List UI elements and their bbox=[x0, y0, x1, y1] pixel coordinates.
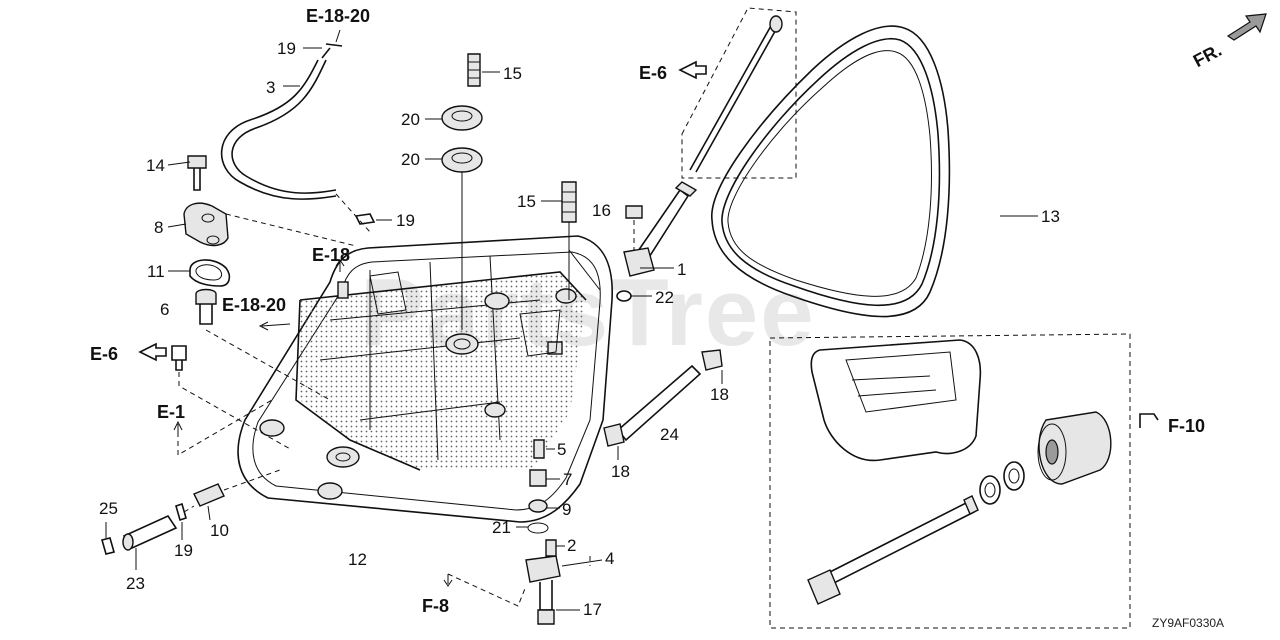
label-part-2: 2 bbox=[567, 536, 576, 555]
label-part-3: 3 bbox=[266, 78, 275, 97]
ref-e6-top: E-6 bbox=[639, 63, 667, 83]
label-part-14: 14 bbox=[146, 156, 165, 175]
label-part-1: 1 bbox=[677, 260, 686, 279]
label-part-8: 8 bbox=[154, 218, 163, 237]
inset-box-f10 bbox=[769, 333, 1131, 629]
label-leader-lines bbox=[105, 71, 1038, 611]
dipstick-tube-drawing bbox=[616, 7, 797, 302]
label-part-5: 5 bbox=[557, 440, 566, 459]
label-part-17: 17 bbox=[583, 600, 602, 619]
ref-f10: F-10 bbox=[1168, 416, 1205, 436]
label-part-12: 12 bbox=[348, 550, 367, 569]
reference-labels: E-18-20 E-18-20 E-18 E-6 E-6 E-1 F-8 F-1… bbox=[90, 6, 1225, 630]
label-part-10: 10 bbox=[210, 521, 229, 540]
ref-e1: E-1 bbox=[157, 402, 185, 422]
label-part-23: 23 bbox=[126, 574, 145, 593]
label-part-11: 11 bbox=[147, 262, 165, 281]
label-part-16: 16 bbox=[592, 201, 611, 220]
label-part-20-top: 20 bbox=[401, 110, 420, 129]
label-part-4: 4 bbox=[605, 549, 614, 568]
label-part-22: 22 bbox=[655, 288, 674, 307]
seal-13-drawing bbox=[711, 25, 951, 318]
label-part-21: 21 bbox=[492, 518, 511, 537]
label-part-19-mid: 19 bbox=[396, 211, 415, 230]
ref-e18: E-18 bbox=[312, 245, 350, 265]
label-part-15-mid: 15 bbox=[517, 192, 536, 211]
label-part-9: 9 bbox=[562, 500, 571, 519]
ref-f8: F-8 bbox=[422, 596, 449, 616]
label-part-18-right: 18 bbox=[710, 385, 729, 404]
reference-arrows bbox=[138, 13, 1267, 587]
label-part-18-left: 18 bbox=[611, 462, 630, 481]
label-part-20-low: 20 bbox=[401, 150, 420, 169]
label-part-13: 13 bbox=[1041, 207, 1060, 226]
ref-e18-20-mid: E-18-20 bbox=[222, 295, 286, 315]
label-part-6: 6 bbox=[160, 300, 169, 319]
label-part-15-top: 15 bbox=[503, 64, 522, 83]
label-part-7: 7 bbox=[563, 470, 572, 489]
ref-e18-20-top: E-18-20 bbox=[306, 6, 370, 26]
hose-3-drawing bbox=[220, 43, 376, 233]
label-part-19-low: 19 bbox=[174, 541, 193, 560]
label-part-24: 24 bbox=[660, 425, 679, 444]
lower-stack-parts-drawing bbox=[447, 439, 591, 625]
label-part-25: 25 bbox=[99, 499, 118, 518]
part-number-labels: 1 2 3 4 5 6 7 8 9 10 11 12 13 14 15 15 1… bbox=[99, 39, 1060, 619]
center-small-parts-drawing bbox=[441, 53, 601, 330]
hose-24-drawing bbox=[603, 349, 723, 447]
ref-e6-left: E-6 bbox=[90, 344, 118, 364]
direction-front-label: FR. bbox=[1190, 40, 1225, 71]
label-part-19-top: 19 bbox=[277, 39, 296, 58]
drawing-code: ZY9AF0330A bbox=[1152, 616, 1224, 630]
mount-case-drawing bbox=[237, 235, 613, 523]
left-small-parts-drawing bbox=[101, 155, 357, 555]
